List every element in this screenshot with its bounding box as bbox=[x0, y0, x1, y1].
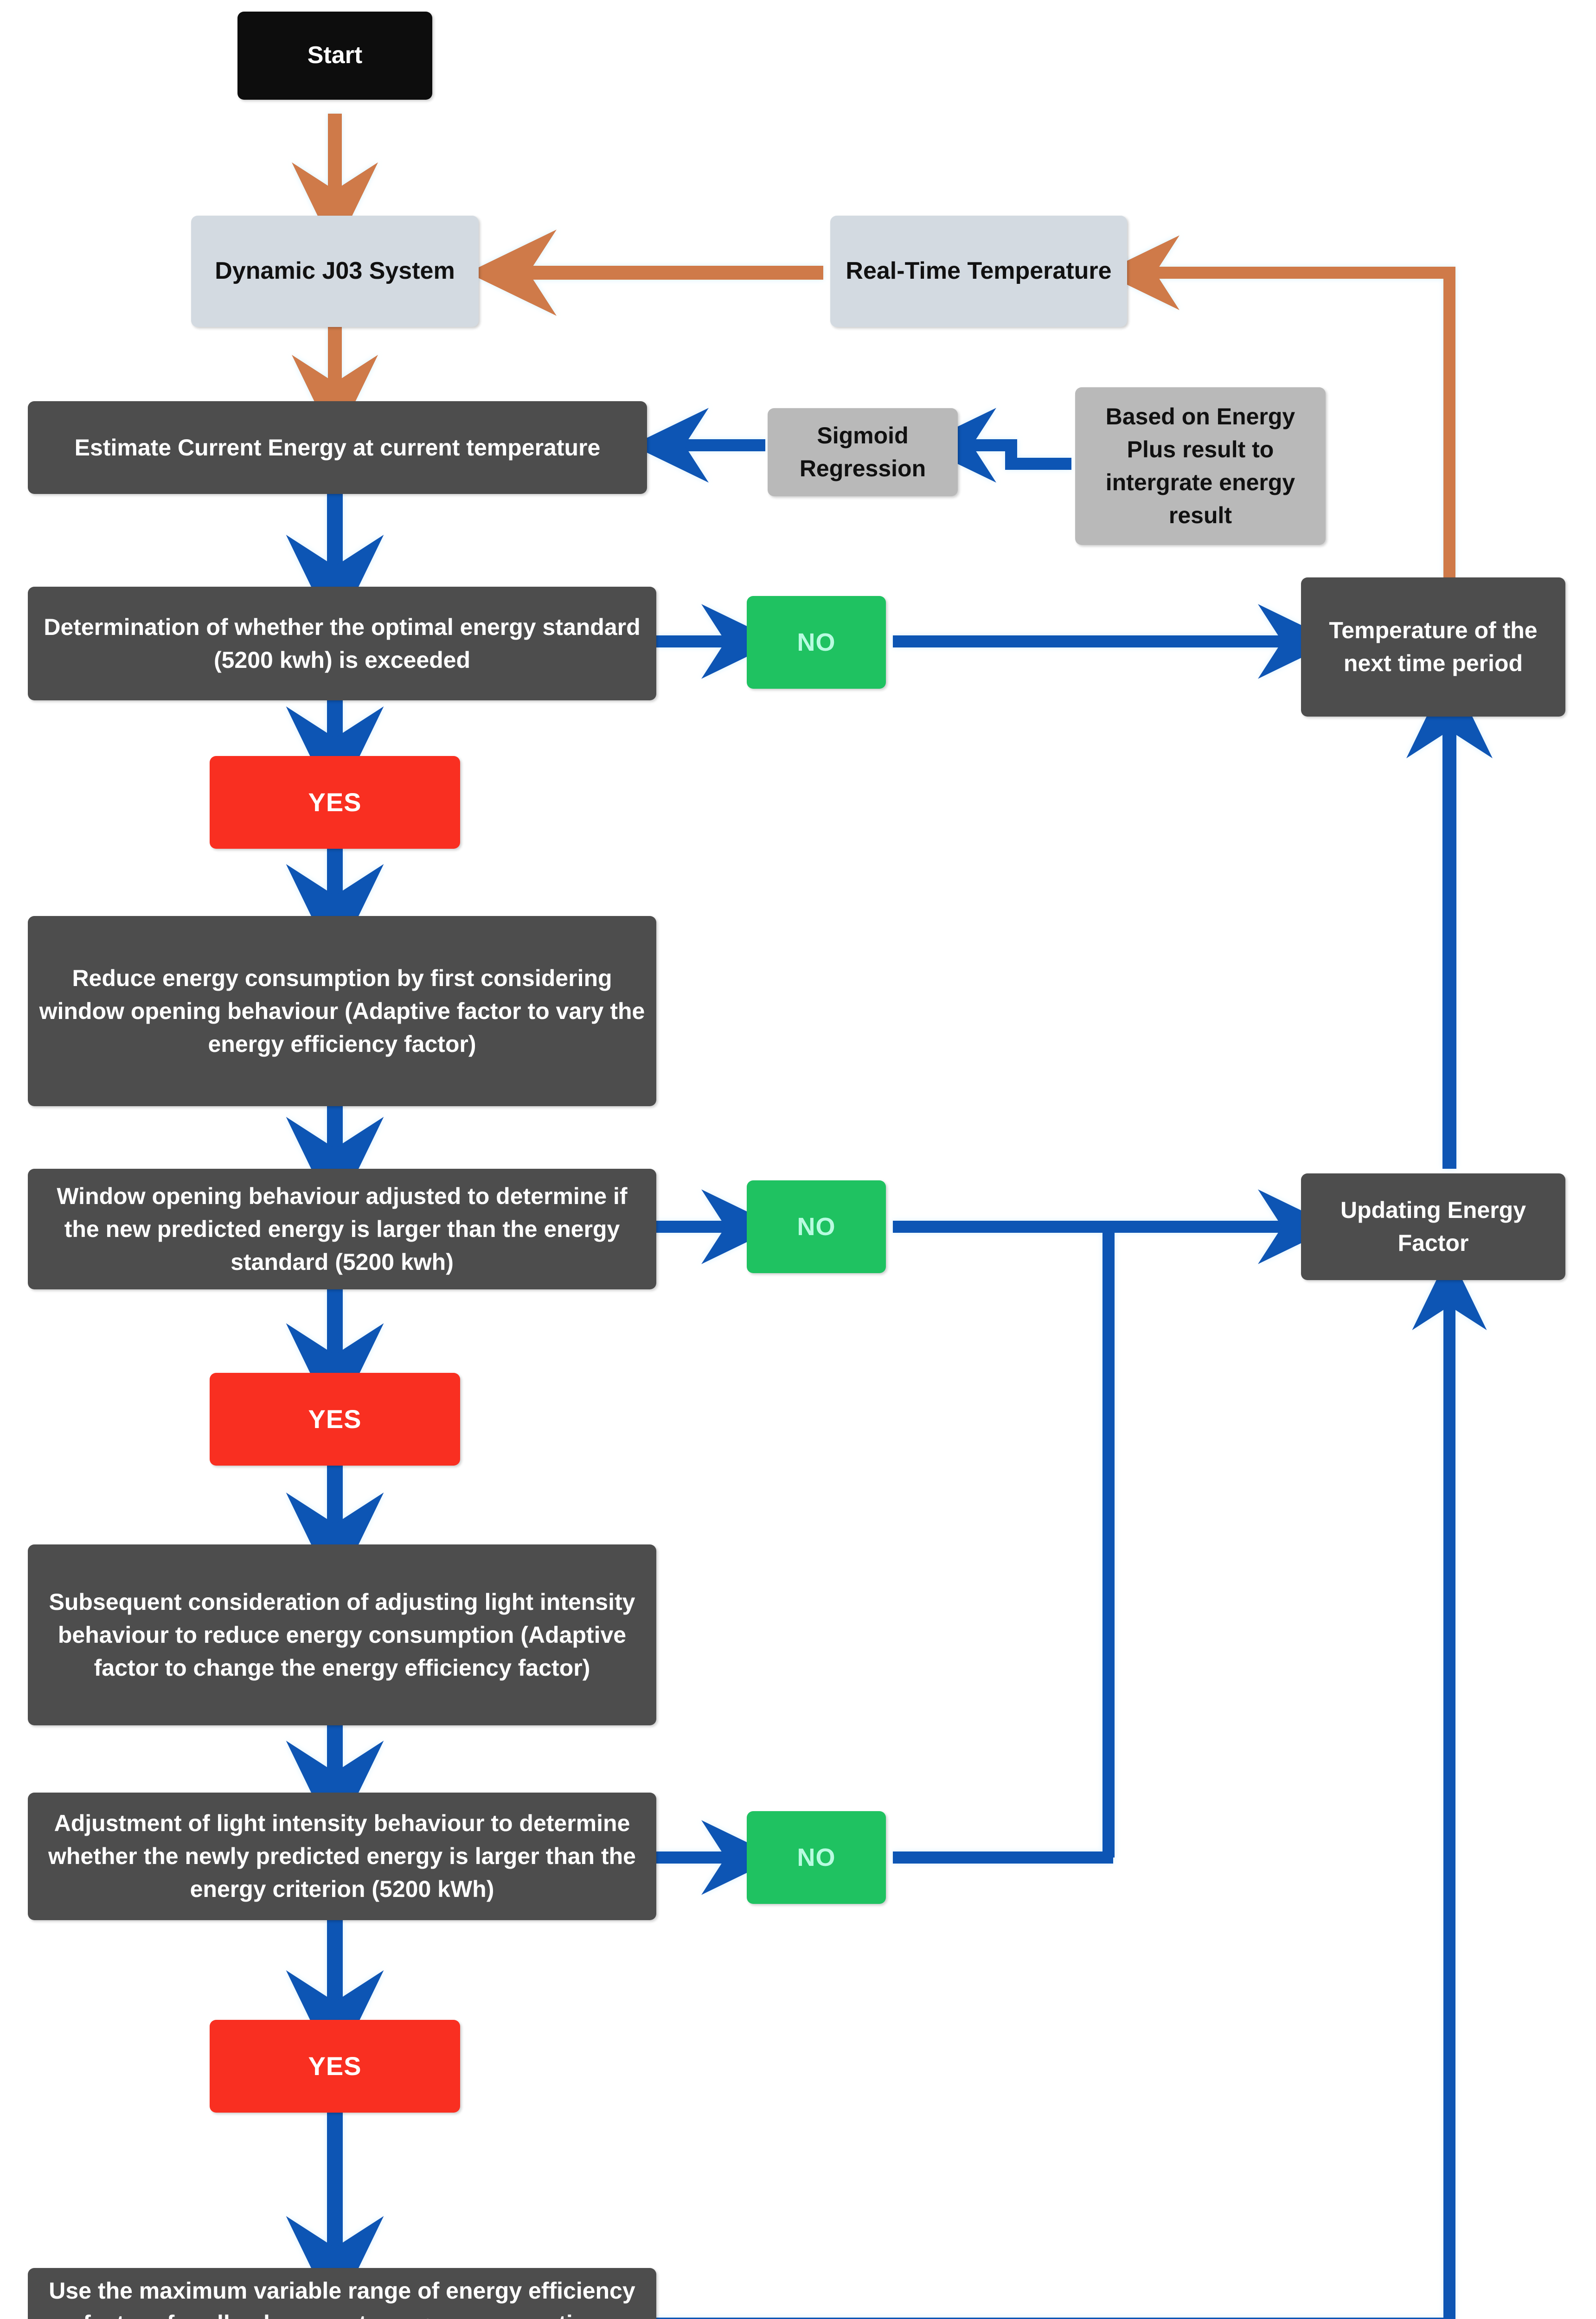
node-sigmoid-regression[interactable]: Sigmoid Regression bbox=[768, 408, 958, 496]
node-yes-3[interactable]: YES bbox=[210, 2020, 460, 2113]
node-dynamic-j03-system[interactable]: Dynamic J03 System bbox=[191, 216, 479, 327]
node-energy-plus-note[interactable]: Based on Energy Plus result to intergrat… bbox=[1075, 387, 1326, 545]
node-no-2[interactable]: NO bbox=[747, 1180, 886, 1273]
node-yes-2[interactable]: YES bbox=[210, 1373, 460, 1466]
node-estimate-current-energy[interactable]: Estimate Current Energy at current tempe… bbox=[28, 401, 647, 494]
node-decision-light-adjusted[interactable]: Adjustment of light intensity behaviour … bbox=[28, 1793, 656, 1920]
node-subsequent-light-intensity[interactable]: Subsequent consideration of adjusting li… bbox=[28, 1544, 656, 1725]
node-updating-energy-factor[interactable]: Updating Energy Factor bbox=[1301, 1173, 1565, 1280]
node-decision-window-adjusted[interactable]: Window opening behaviour adjusted to det… bbox=[28, 1169, 656, 1289]
node-temperature-next-period[interactable]: Temperature of the next time period bbox=[1301, 577, 1565, 717]
node-no-1[interactable]: NO bbox=[747, 596, 886, 689]
node-decision-optimal-standard[interactable]: Determination of whether the optimal ene… bbox=[28, 587, 656, 700]
node-reduce-energy-window[interactable]: Reduce energy consumption by first consi… bbox=[28, 916, 656, 1106]
node-use-max-variable-range[interactable]: Use the maximum variable range of energy… bbox=[28, 2268, 656, 2319]
node-no-3[interactable]: NO bbox=[747, 1811, 886, 1904]
node-real-time-temperature[interactable]: Real-Time Temperature bbox=[830, 216, 1127, 327]
node-yes-1[interactable]: YES bbox=[210, 756, 460, 849]
node-start[interactable]: Start bbox=[237, 12, 432, 100]
